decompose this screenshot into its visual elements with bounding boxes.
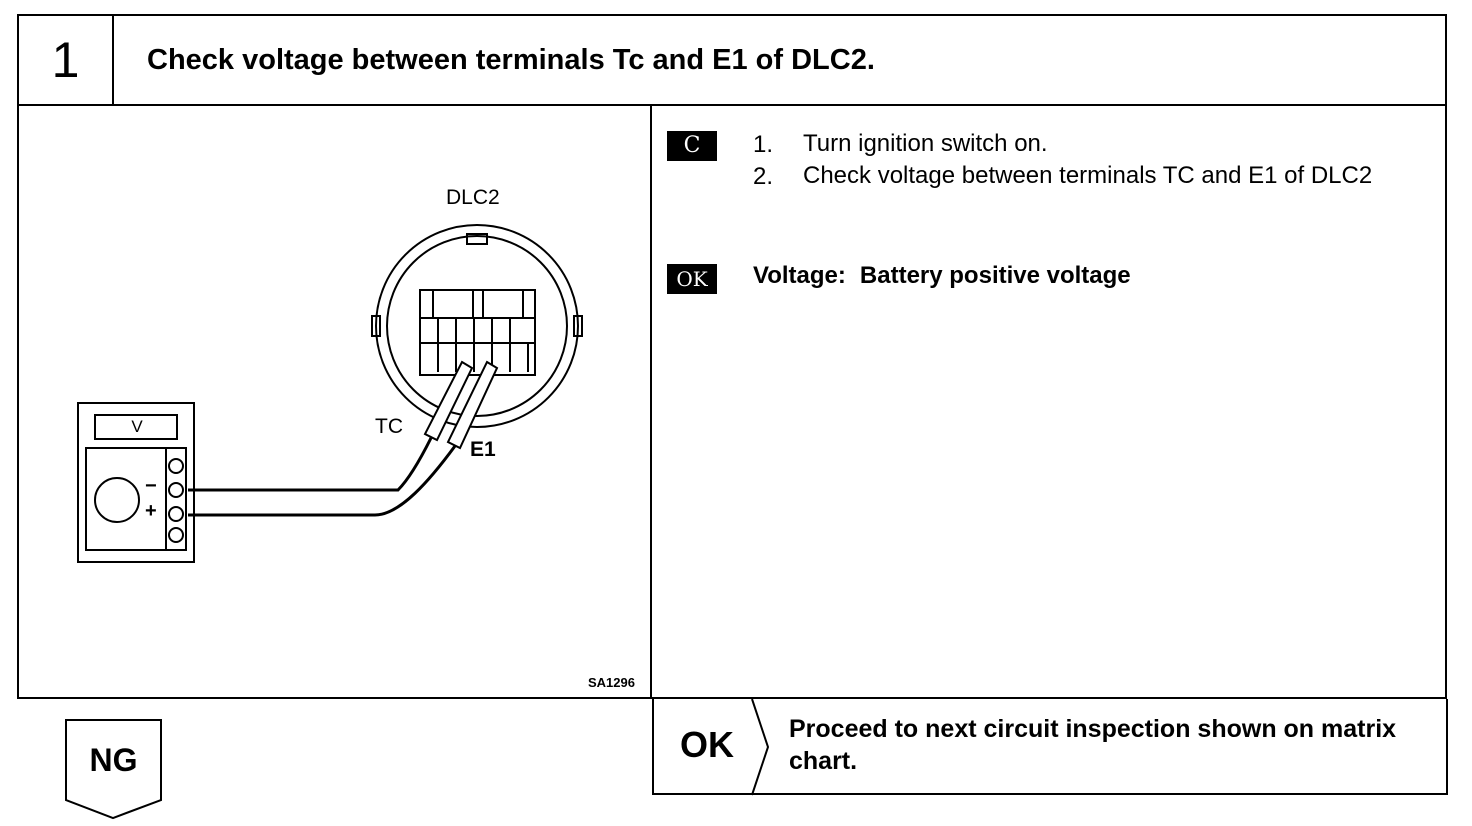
step-header: [17, 14, 1447, 106]
voltage-value: Battery positive voltage: [859, 262, 1131, 289]
test-probes-icon: [423, 360, 499, 450]
ok-arrow-divider: [751, 698, 770, 796]
meter-minus-label: −: [145, 475, 157, 497]
step-number: 1: [51, 32, 80, 88]
tc-terminal-label: TC: [375, 415, 403, 438]
ok-result-label: OK: [680, 724, 734, 765]
dlc2-connector-icon: [371, 224, 583, 428]
voltage-spec: Voltage: Battery positive voltage: [753, 262, 1131, 290]
dlc2-label: DLC2: [446, 186, 500, 209]
check-tag-badge: C: [667, 131, 717, 161]
ng-tag-shape: [65, 719, 162, 820]
ok-result-text: Proceed to next circuit inspection shown…: [789, 715, 1397, 775]
meter-display-label: V: [131, 417, 143, 436]
meter-plus-label: +: [145, 500, 157, 522]
voltmeter-icon: [77, 402, 195, 563]
ok-result-box: [652, 699, 1448, 795]
step-1-text: Turn ignition switch on.: [803, 130, 1048, 157]
test-leads: [188, 437, 457, 517]
step-1-number: 1.: [753, 131, 774, 158]
instructions-panel: [650, 104, 1447, 699]
step-number-cell: [17, 14, 114, 106]
figure-code: SA1296: [588, 675, 635, 690]
ng-result-label: NG: [89, 742, 138, 778]
ok-tag-badge: OK: [667, 264, 717, 294]
step-2-number: 2.: [753, 163, 774, 190]
voltage-label: Voltage:: [753, 262, 846, 289]
e1-terminal-label: E1: [470, 438, 496, 461]
step-2-text: Check voltage between terminals TC and E…: [803, 162, 1373, 189]
step-title: Check voltage between terminals Tc and E…: [147, 44, 875, 76]
